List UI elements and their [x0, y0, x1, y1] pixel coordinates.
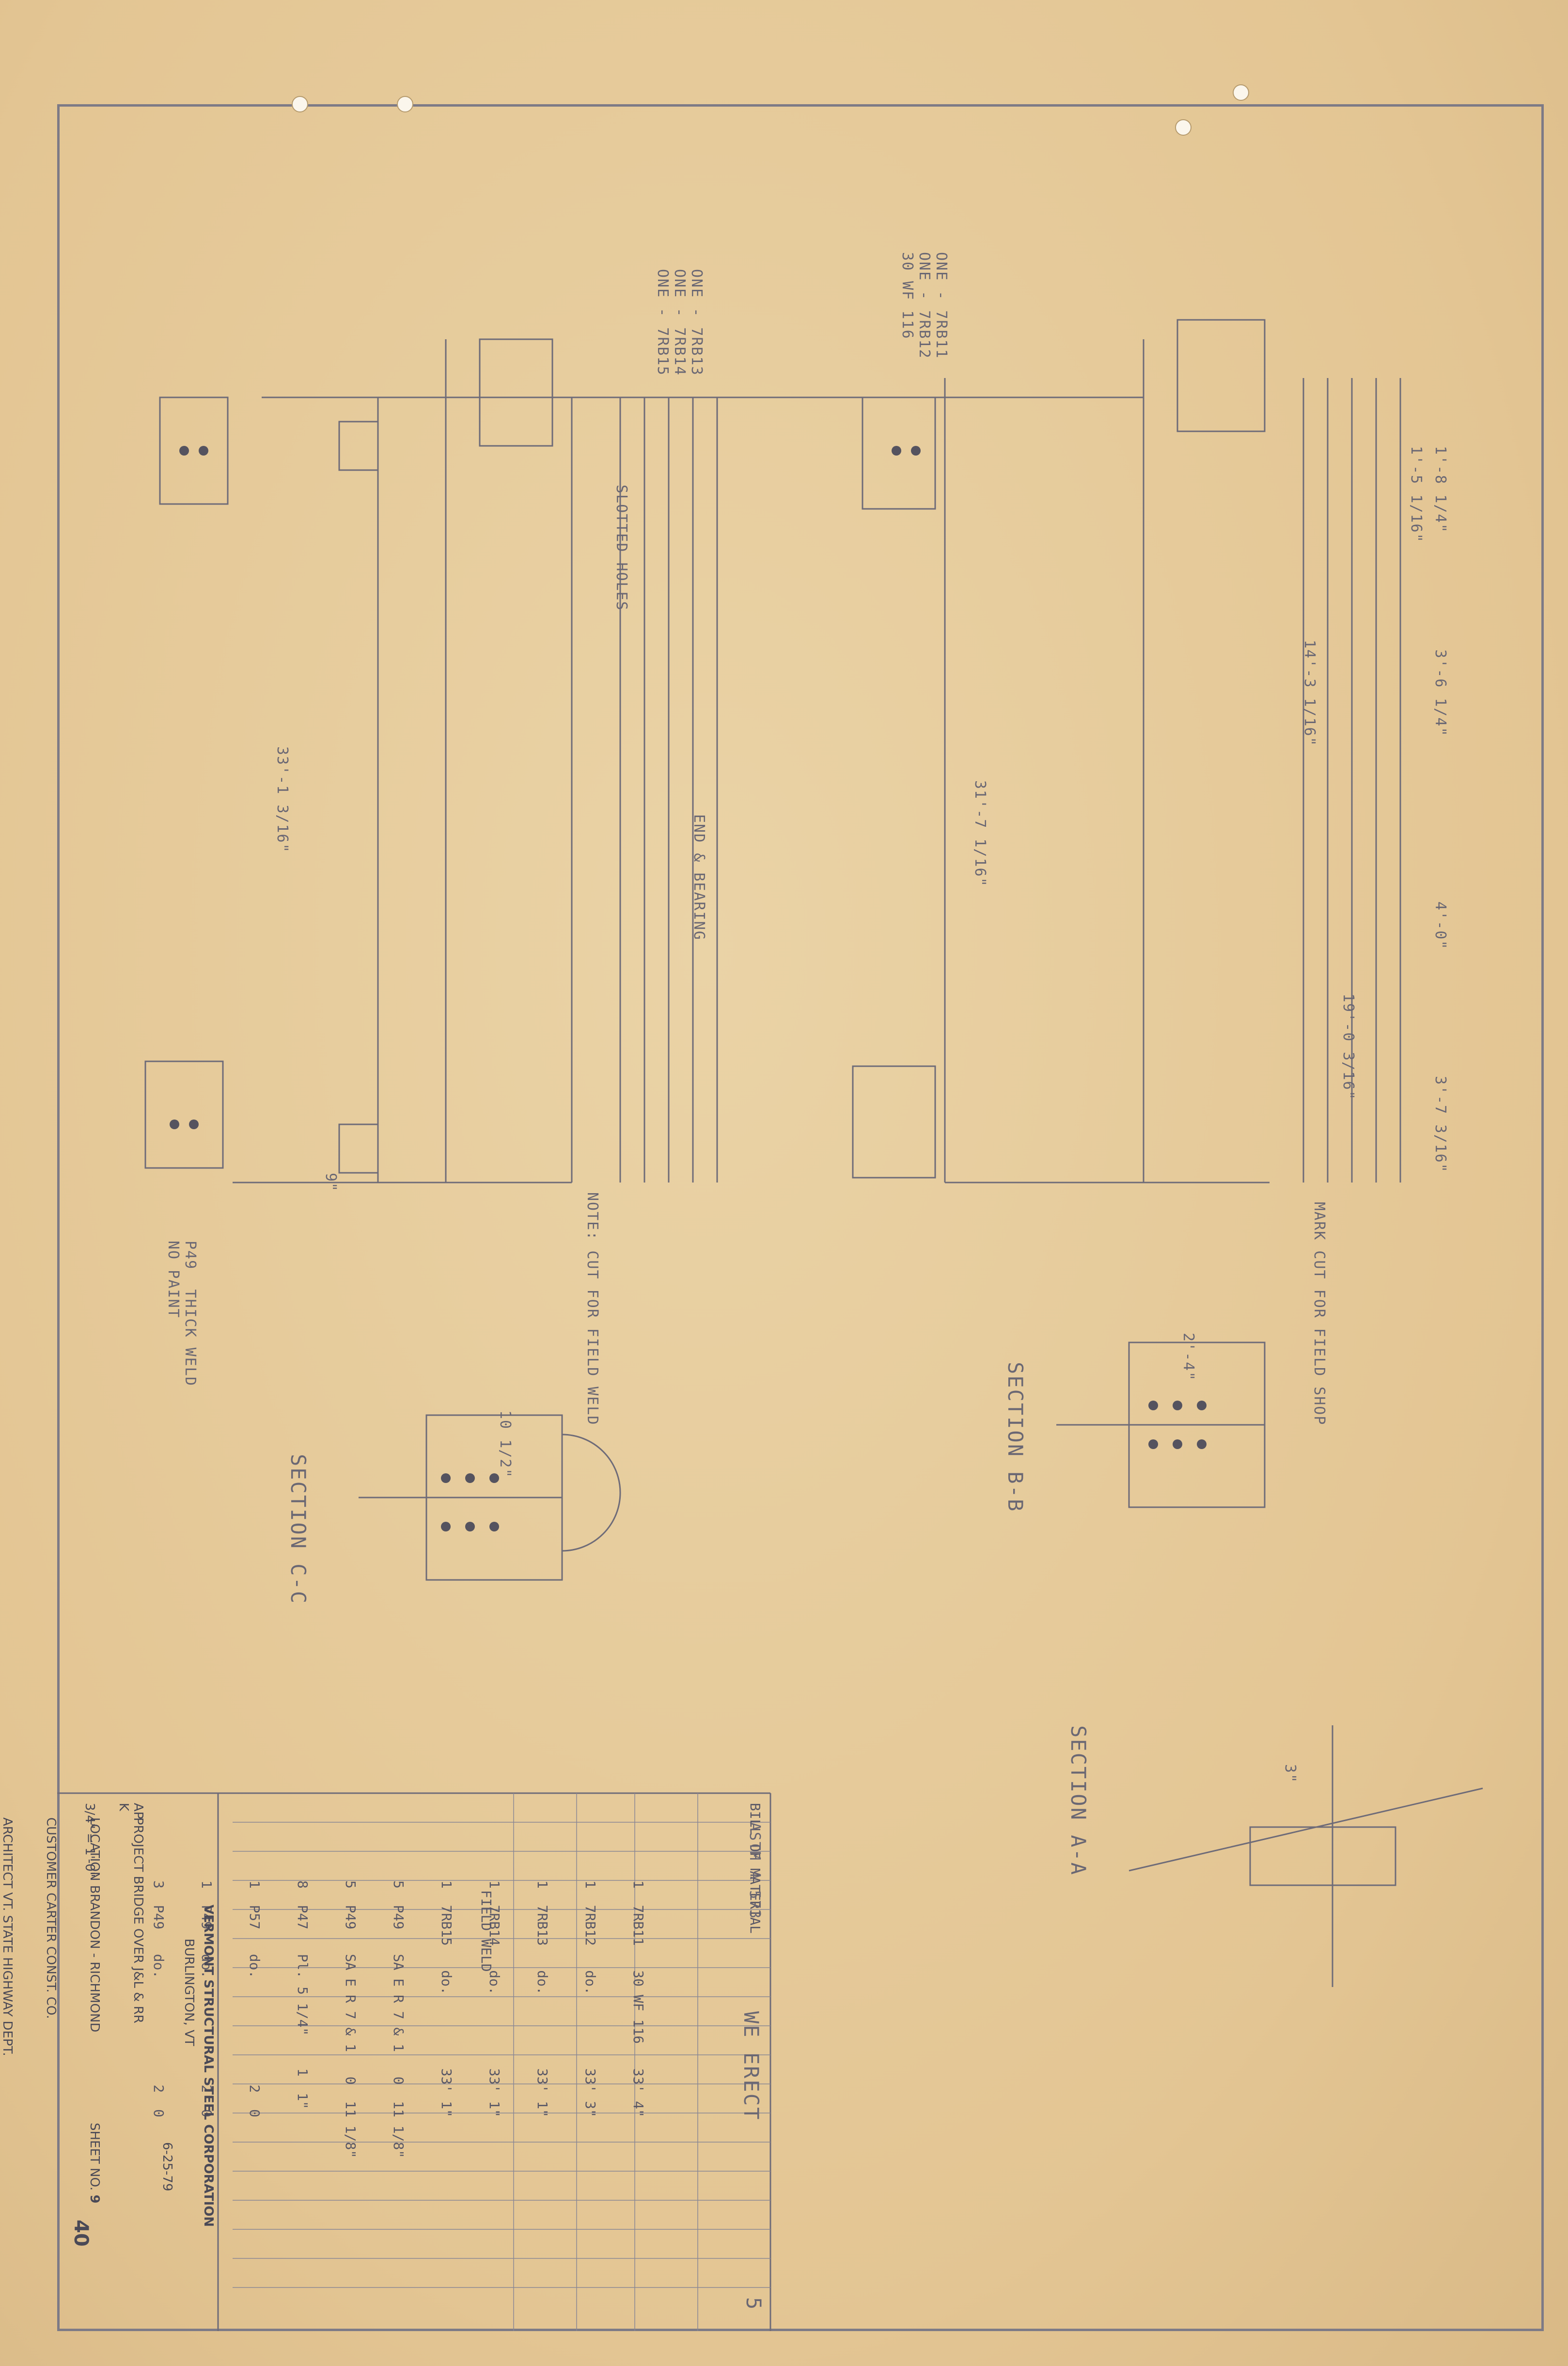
drawn-by: AP — [131, 1803, 145, 1819]
dim-13: 3" — [1282, 1764, 1299, 1784]
dim-5: 3'-7 3/16" — [1432, 1076, 1449, 1173]
company-city: BURLINGTON, VT — [182, 1939, 196, 2046]
border-frame — [57, 104, 1544, 2331]
dim-4: 4'-0" — [1432, 901, 1449, 950]
dim-9: 33'-1 3/16" — [274, 746, 291, 853]
section-label-b: SECTION B-B — [1004, 1362, 1027, 1513]
dim-8: 31'-7 1/16" — [972, 780, 988, 887]
checked-by: K — [116, 1803, 131, 1812]
dim-6: 19'-0 3/16" — [1340, 994, 1357, 1101]
bom-row: 1 7RB12 do. 33' 3" — [582, 1880, 598, 2117]
erect-note: WE ERECT — [739, 2011, 763, 2121]
note-mark-cut: MARK CUT FOR FIELD SHOP — [1311, 1202, 1328, 1426]
revision-circle: 5 — [742, 2297, 766, 2311]
bom-row: 1 P57 do. 2 0 — [247, 1880, 263, 2117]
bom-row: 1 7RB13 do. 33' 1" — [534, 1880, 550, 2117]
bom-row: 8 P47 Pl. 5 1/4" 1 1" — [295, 1880, 311, 2110]
note-end-bearing: END & BEARING — [690, 814, 707, 941]
scale: 3/4" = 1'-0" — [82, 1803, 97, 1877]
bom-row: 5 P49 SA E R 7 & 1 0 11 1/8" — [391, 1880, 407, 2159]
dim-12: 9" — [322, 1173, 339, 1193]
dim-3: 3'-6 1/4" — [1432, 649, 1449, 737]
section-label-a: SECTION A-A — [1066, 1725, 1090, 1877]
section-label-c: SECTION C-C — [286, 1454, 310, 1605]
date: 6-25-79 — [160, 2142, 174, 2192]
job-number: 40 — [70, 2220, 92, 2247]
punch-hole — [292, 96, 308, 112]
bom-row: 5 P49 SA E R 7 & 1 0 11 1/8" — [343, 1880, 359, 2159]
punch-hole — [397, 96, 413, 112]
company-name: VERMONT STRUCTURAL STEEL CORPORATION — [201, 1905, 216, 2227]
dim-10: 2'-4" — [1180, 1333, 1197, 1382]
note-slotted-holes: SLOTTED HOLES — [613, 485, 630, 611]
dim-1: 1'-8 1/4" — [1432, 446, 1449, 534]
punch-hole — [1233, 84, 1249, 101]
dim-7: 14'-3 1/16" — [1301, 640, 1318, 747]
sheet-number: SHEET NO. 9 — [87, 2123, 102, 2204]
contract-note: ASTM A 573 — [746, 1822, 763, 1920]
bom-footer: FIELD WELD — [478, 1890, 494, 1972]
dim-2: 1'-5 1/16" — [1408, 446, 1425, 543]
bom-row: 1 7RB11 30 WF 116 33' 4" — [630, 1880, 646, 2117]
bom-row: 1 7RB15 do. 33' 1" — [439, 1880, 455, 2117]
punch-hole — [1175, 119, 1192, 136]
dim-11: 10 1/2" — [497, 1410, 514, 1479]
note-field-weld: NOTE: CUT FOR FIELD WELD — [584, 1192, 601, 1426]
